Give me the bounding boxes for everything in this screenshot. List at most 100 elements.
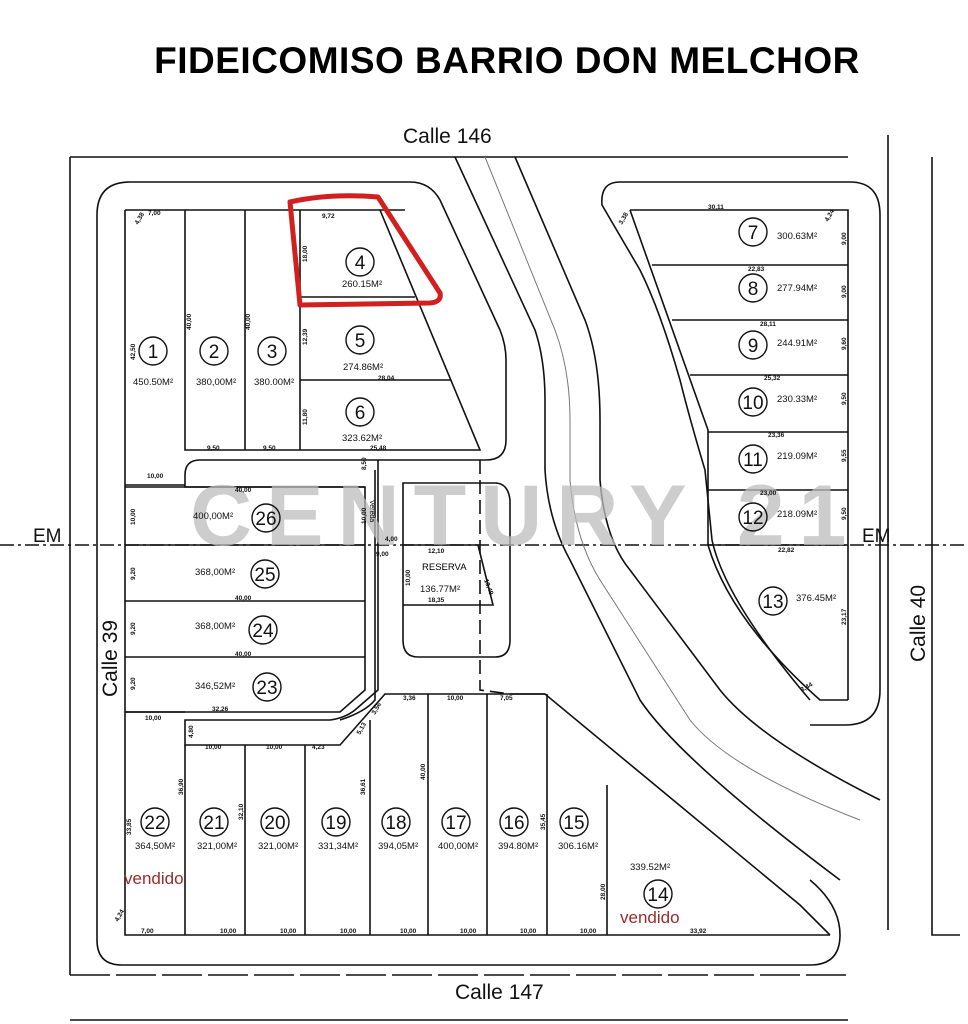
lot-number: 6: [355, 403, 366, 424]
lot-number-circle: [260, 807, 290, 837]
lot-number: 3: [267, 342, 278, 363]
lot-area: 323.62M²: [342, 433, 382, 444]
dimension-label: 30,11: [708, 204, 724, 211]
dimension-label: 9,50: [207, 445, 220, 452]
lot-number-circle: [251, 503, 281, 533]
dimension-label: 10,00: [340, 928, 357, 935]
lot-number: 4: [355, 253, 366, 274]
lot-area: 339.52M²: [630, 862, 670, 873]
dimension-label: 11,80: [302, 409, 309, 425]
dimension-label: 9,00: [841, 232, 848, 245]
dimension-label: 23,17: [841, 608, 848, 625]
lot-number-circle: [199, 336, 229, 366]
central-road: [454, 156, 881, 936]
lot-number: 16: [503, 813, 524, 834]
dimension-label: 10,00: [220, 928, 237, 935]
lot-number: 21: [203, 813, 224, 834]
lot-number: 8: [748, 279, 759, 300]
lot-24[interactable]: 24 368,00M²: [195, 615, 278, 645]
street-label-west: Calle 39: [99, 620, 122, 697]
dimension-label: 32,10: [238, 803, 245, 820]
street-label-south: Calle 147: [455, 981, 544, 1004]
lot-number-circle: [738, 444, 768, 474]
dimension-label: 3,36: [403, 695, 416, 702]
dimension-label: 7,00: [141, 928, 154, 935]
lot-area: 277.94M²: [777, 283, 817, 294]
lot-number-circle: [250, 559, 280, 589]
lot-number-circle: [138, 336, 168, 366]
dimension-label: 12,39: [302, 328, 309, 345]
lot-7[interactable]: 7 300.63M²: [738, 217, 817, 247]
dimension-label: 10,00: [405, 569, 412, 586]
lot-number-circle: [257, 336, 287, 366]
dimension-label: 22,83: [748, 266, 765, 273]
dimension-label: 10,00: [400, 928, 417, 935]
dimension-label: 8,50: [361, 457, 368, 470]
dimension-label: 40,00: [245, 313, 252, 330]
lot-area: 380,00M²: [196, 377, 236, 388]
lot-area: 244.91M²: [777, 338, 817, 349]
dimension-label: 28,00: [600, 883, 607, 900]
plan-title: FIDEICOMISO BARRIO DON MELCHOR: [154, 40, 860, 81]
lot-8[interactable]: 8 277.94M²: [738, 273, 817, 303]
lot-number-circle: [441, 807, 471, 837]
watermark: CENTURY 21: [190, 468, 861, 564]
dimension-label: 18,35: [428, 597, 445, 604]
dimension-label: 18,00: [302, 245, 309, 262]
lot-number: 24: [252, 621, 274, 642]
lot-number: 23: [256, 678, 277, 699]
dimension-label: 25,48: [370, 445, 387, 452]
block-outlines: [96, 181, 881, 966]
lot-number-circle: [321, 807, 351, 837]
dimension-label: 9,20: [130, 677, 137, 690]
dimension-label: 33,92: [690, 928, 707, 935]
dimension-label: 4,00: [385, 536, 398, 543]
dimension-label: 36,61: [360, 778, 367, 795]
lot-area: 450.50M²: [133, 377, 173, 388]
dimension-label: 28,04: [378, 375, 395, 382]
street-label-east: Calle 40: [907, 585, 930, 662]
lot-area: 300.63M²: [777, 231, 817, 242]
dimension-label: 10,00: [460, 928, 477, 935]
dimension-label: 10,00: [520, 928, 537, 935]
dimension-label: 40,00: [186, 313, 193, 330]
lot-area: 368,00M²: [195, 621, 235, 632]
lot-number-circle: [738, 217, 768, 247]
lot-number: 7: [748, 223, 759, 244]
reserva-label: RESERVA: [422, 562, 467, 573]
lot-number-circle: [381, 807, 411, 837]
dimension-label: 9,72: [322, 213, 335, 220]
dimension-label: 7,00: [148, 210, 161, 217]
street-label-north: Calle 146: [403, 125, 492, 148]
em-label-left: EM: [33, 526, 62, 547]
lot-number: 5: [355, 331, 366, 352]
lot-6[interactable]: 6 323.62M²: [342, 397, 382, 444]
lot-number-circle: [345, 247, 375, 277]
lot-area: 368,00M²: [195, 567, 235, 578]
lot-area: 400,00M²: [438, 841, 478, 852]
dimension-label: 9,60: [841, 337, 848, 350]
dimension-label: 10,00: [266, 744, 283, 751]
